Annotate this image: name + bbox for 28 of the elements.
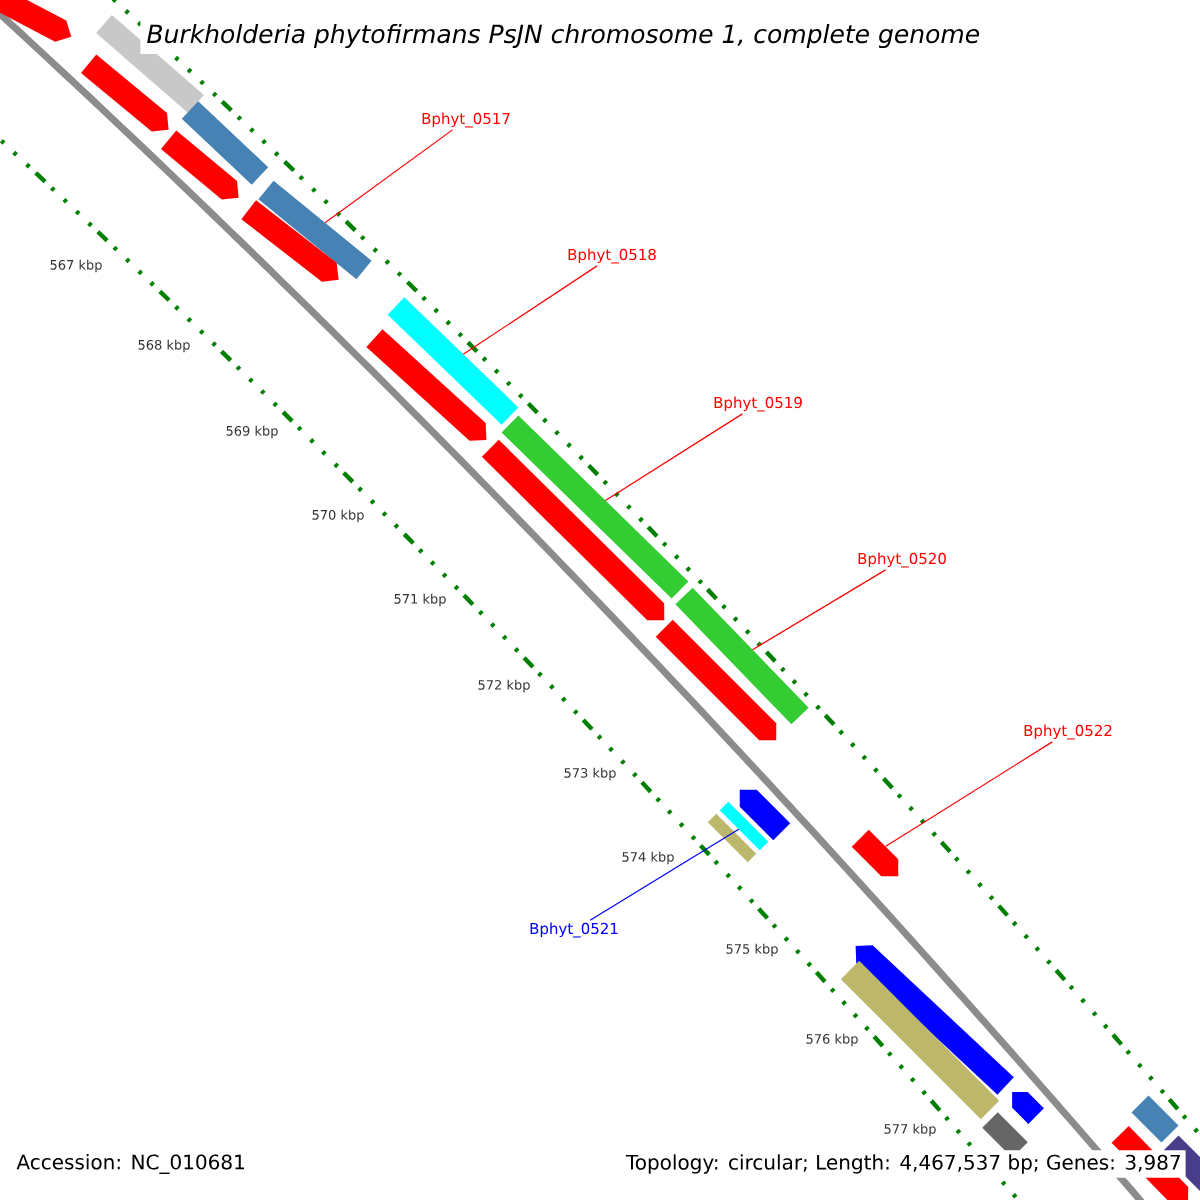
gene-feature (81, 54, 169, 132)
gene-feature (366, 329, 487, 441)
gene-feature (655, 619, 777, 741)
gene-bar (181, 101, 269, 185)
gene-feature (160, 130, 239, 200)
gene-feature (855, 945, 1014, 1095)
gene-bar (387, 297, 519, 425)
title: Burkholderia phytofirmans PsJN chromosome 1, complete genome (140, 17, 987, 55)
leader-line (589, 828, 740, 921)
gene-feature (1012, 1092, 1044, 1124)
accession-text: Accession: NC_010681 (12, 1150, 250, 1178)
leader-line (462, 265, 598, 355)
gene-feature (0, 0, 72, 42)
leader-line (604, 413, 743, 502)
gene-bar (258, 180, 372, 280)
gene-feature (481, 439, 665, 621)
leader-line (884, 741, 1053, 848)
gene-bar (707, 813, 757, 863)
gene-bar (501, 415, 689, 599)
gene-bar (675, 587, 809, 725)
gene-feature (739, 789, 791, 841)
leader-line (324, 129, 454, 224)
gene-bar (719, 801, 769, 851)
gene-feature (241, 200, 339, 282)
gene-bar (1131, 1095, 1179, 1143)
genome-summary-text: Topology: circular; Length: 4,467,537 bp; Genes: 3,987 (621, 1150, 1186, 1178)
gene-feature (851, 829, 899, 877)
leader-line (751, 569, 887, 651)
